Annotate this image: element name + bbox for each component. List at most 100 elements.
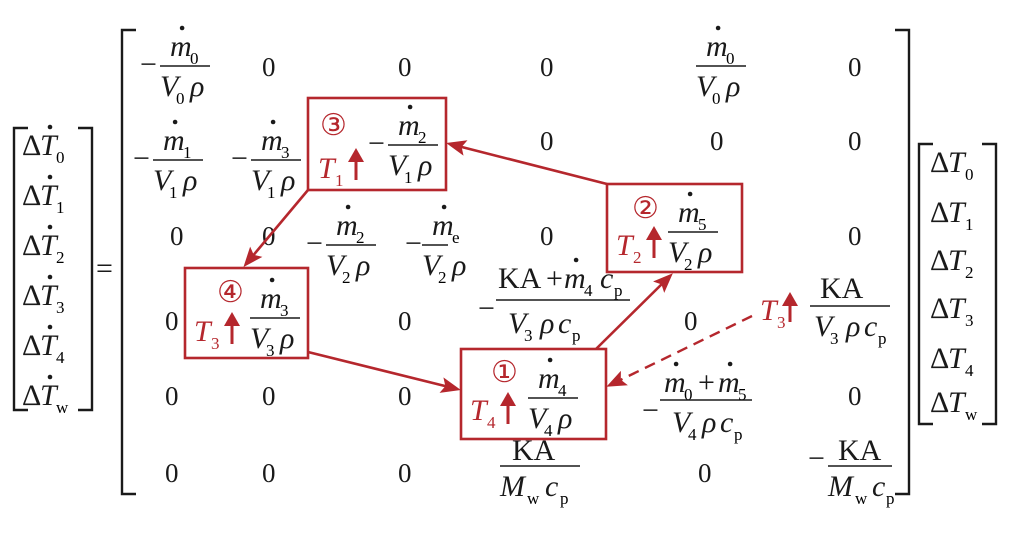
- symbol-letter: T: [40, 329, 59, 362]
- symbol-letter: V: [326, 249, 348, 282]
- circled-label-3: ③: [320, 109, 347, 142]
- symbol-subscript: 3: [777, 313, 786, 332]
- KA-text: KA: [838, 434, 882, 467]
- rho-symbol: ρ: [539, 307, 554, 340]
- symbol-letter: m: [261, 124, 283, 157]
- arrow-4-to-1: [307, 350, 461, 393]
- dot-accent: [270, 119, 276, 125]
- minus-sign: −: [808, 442, 825, 475]
- symbol-letter: T: [760, 294, 779, 327]
- symbol-letter: m: [678, 196, 700, 229]
- symbol-m3: m3: [260, 277, 289, 320]
- delta-symbol: Δ: [22, 329, 41, 362]
- symbol-subscript: 2: [56, 248, 65, 267]
- symbol-subscript: 2: [965, 263, 974, 282]
- circled-label-2: ②: [632, 192, 659, 225]
- rho-symbol: ρ: [279, 322, 294, 355]
- symbol-letter: T: [948, 146, 967, 179]
- delta-symbol: Δ: [930, 196, 949, 229]
- symbol-letter: m: [538, 362, 560, 395]
- dot-accent: [269, 277, 275, 283]
- delta-symbol: Δ: [930, 244, 949, 277]
- symbol-letter: V: [251, 164, 273, 197]
- minus-sign: −: [478, 292, 495, 325]
- dot-accent: [47, 124, 53, 130]
- symbol-letter: V: [696, 70, 718, 103]
- minus-sign: −: [133, 142, 150, 175]
- dot-accent: [172, 119, 178, 125]
- up-arrow-icon: [348, 148, 364, 180]
- matrix-zero: 0: [848, 221, 862, 251]
- symbol-V1: V1: [251, 164, 276, 202]
- symbol-letter: m: [432, 209, 454, 242]
- matrix-zero: 0: [848, 126, 862, 156]
- symbol-subscript: 2: [633, 248, 642, 267]
- symbol-subscript: w: [965, 405, 978, 424]
- rho-symbol: ρ: [845, 310, 860, 343]
- matrix-bracket-right: [895, 28, 911, 496]
- minus-sign: −: [231, 142, 248, 175]
- symbol-letter: m: [706, 30, 728, 63]
- symbol-subscript: p: [560, 489, 569, 508]
- symbol-subscript: 4: [584, 281, 593, 300]
- symbol-letter: m: [398, 109, 420, 142]
- symbol-m5: m5: [718, 361, 747, 404]
- symbol-V1: V1: [153, 164, 178, 202]
- minus-sign: −: [306, 227, 323, 260]
- symbol-subscript: 3: [56, 298, 65, 317]
- rho-symbol: ρ: [182, 164, 197, 197]
- rho-symbol: ρ: [725, 70, 740, 103]
- symbol-m2: m2: [336, 204, 365, 247]
- symbol-V2: V2: [668, 236, 693, 274]
- circled-label-1: ①: [491, 356, 518, 389]
- symbol-V3: V3: [250, 322, 275, 360]
- symbol-subscript: p: [572, 326, 581, 345]
- rho-symbol: ρ: [280, 164, 295, 197]
- matrix-zero: 0: [398, 52, 412, 82]
- symbol-subscript: 2: [684, 255, 693, 274]
- arrow-2-to-3: [446, 140, 608, 186]
- symbol-subscript: 4: [487, 413, 496, 432]
- symbol-subscript: 1: [169, 183, 178, 202]
- dot-accent: [179, 25, 185, 31]
- circled-label-4: ④: [217, 276, 244, 309]
- symbol-letter: T: [470, 394, 489, 427]
- symbol-subscript: 4: [56, 348, 65, 367]
- symbol-subscript: 1: [183, 143, 192, 162]
- symbol-subscript: 1: [335, 171, 344, 190]
- symbol-m2: m2: [398, 104, 427, 147]
- rho-symbol: ρ: [701, 406, 716, 439]
- symbol-m0: m0: [706, 25, 735, 68]
- symbol-letter: V: [508, 307, 530, 340]
- matrix-zero: 0: [848, 52, 862, 82]
- symbol-subscript: 0: [190, 49, 199, 68]
- arrow-1-to-2: [595, 273, 673, 350]
- minus-sign: −: [405, 227, 422, 260]
- symbol-letter: M: [499, 470, 527, 503]
- symbol-letter: V: [153, 164, 175, 197]
- symbol-letter: T: [318, 152, 337, 185]
- matrix-zero: 0: [398, 306, 412, 336]
- symbol-letter: c: [872, 470, 885, 503]
- symbol-letter: T: [194, 315, 213, 348]
- symbol-m0: m0: [170, 25, 199, 68]
- symbol-m5: m5: [678, 191, 707, 234]
- dot-accent: [715, 25, 721, 31]
- symbol-subscript: 0: [176, 89, 185, 108]
- up-arrow-icon: [500, 392, 516, 424]
- delta-symbol: Δ: [22, 379, 41, 412]
- delta-symbol: Δ: [930, 146, 949, 179]
- minus-sign: −: [140, 48, 157, 81]
